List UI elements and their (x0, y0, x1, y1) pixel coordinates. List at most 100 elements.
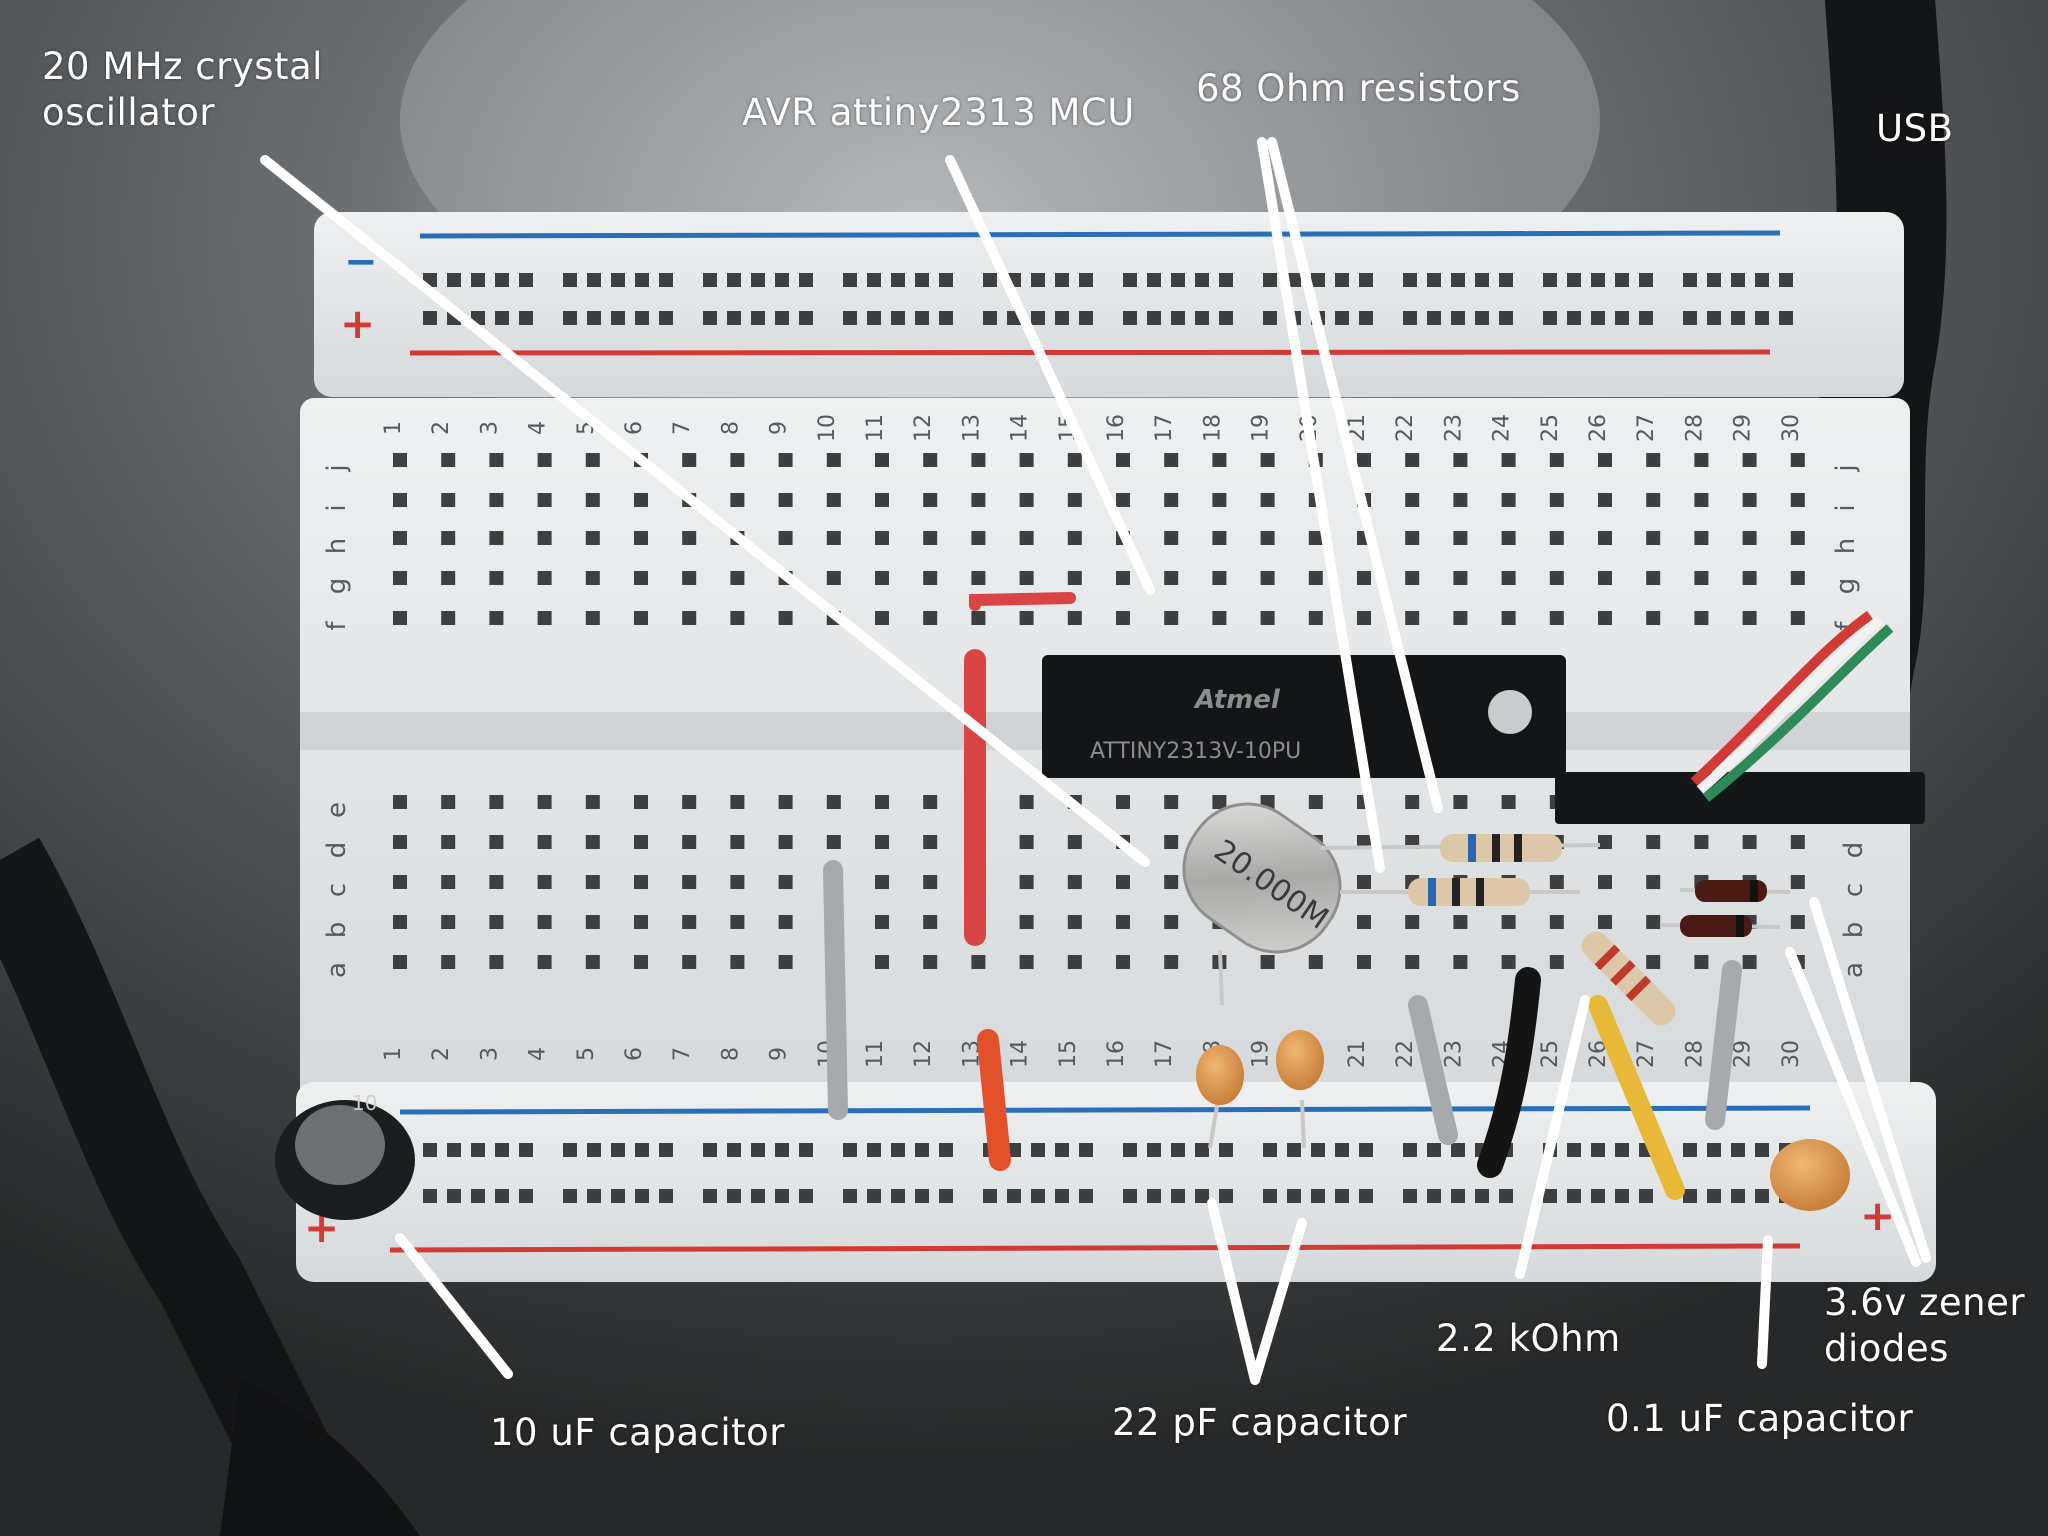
column-number: 28 (1682, 414, 1707, 442)
terminal-hole (585, 955, 600, 969)
rail-hole (1639, 1189, 1653, 1203)
terminal-hole (826, 795, 841, 809)
rail-hole (635, 311, 649, 325)
zener-1 (1695, 880, 1767, 902)
zener-2-band (1736, 915, 1744, 937)
zener-pointer-1 (1809, 897, 1931, 1263)
row-letter: j (1831, 464, 1861, 472)
column-number: 4 (526, 421, 551, 435)
terminal-hole (923, 915, 938, 929)
rail-hole (751, 311, 765, 325)
rail-hole (1707, 1189, 1721, 1203)
rail-hole (1451, 311, 1465, 325)
terminal-hole (923, 611, 938, 625)
column-number: 4 (526, 1047, 551, 1061)
resistor-68-2-band1 (1428, 878, 1436, 906)
terminal-hole (682, 955, 697, 969)
rail-hole (1403, 1189, 1417, 1203)
column-number: 27 (1634, 1040, 1659, 1068)
terminal-hole (489, 611, 504, 625)
rail-hole (1543, 1189, 1557, 1203)
terminal-hole (393, 955, 407, 969)
terminal-hole (393, 531, 407, 545)
terminal-hole (1067, 955, 1082, 969)
rail-hole (799, 1189, 813, 1203)
terminal-hole (1790, 611, 1805, 625)
rail-hole (1171, 1189, 1185, 1203)
zener-pointer-2 (1785, 947, 1921, 1267)
rail-hole (1475, 1189, 1489, 1203)
terminal-hole (489, 453, 504, 467)
terminal-hole (1405, 611, 1420, 625)
rail-hole (1079, 1143, 1093, 1157)
rail-hole (1079, 1189, 1093, 1203)
terminal-hole (441, 453, 456, 467)
column-number: 3 (477, 421, 502, 435)
rail-hole (495, 273, 509, 287)
terminal-hole (1598, 453, 1612, 467)
rail-hole (1543, 273, 1557, 287)
terminal-hole (1790, 835, 1805, 849)
rail-hole (1427, 1189, 1441, 1203)
terminal-hole (1742, 453, 1757, 467)
row-letter: e (322, 802, 352, 818)
terminal-hole (923, 795, 938, 809)
terminal-hole (1308, 795, 1323, 809)
rail-hole (495, 1143, 509, 1157)
terminal-hole (1164, 875, 1179, 889)
crystal-pointer (260, 155, 1150, 867)
rail-hole (563, 311, 577, 325)
rail-hole (1287, 273, 1301, 287)
terminal-hole (1019, 571, 1034, 585)
terminal-hole (1116, 453, 1130, 467)
label-01uf-capacitor: 0.1 uF capacitor (1606, 1397, 1914, 1440)
rail-hole (1147, 1143, 1161, 1157)
terminal-hole (393, 611, 407, 625)
rail-hole (1427, 273, 1441, 287)
terminal-hole (1549, 915, 1564, 929)
terminal-hole (875, 493, 889, 507)
terminal-hole (1405, 915, 1420, 929)
terminal-hole (634, 571, 648, 585)
chip-brand: Atmel (1193, 685, 1281, 715)
rail-hole (1219, 311, 1233, 325)
terminal-hole (923, 531, 938, 545)
mcu-pointer (945, 155, 1155, 595)
terminal-hole (1116, 493, 1130, 507)
column-number: 3 (477, 1047, 502, 1061)
chip-body (1042, 655, 1566, 778)
rail-hole (1055, 1143, 1069, 1157)
terminal-hole (1067, 835, 1082, 849)
rail-hole (1147, 273, 1161, 287)
terminal-hole (730, 611, 745, 625)
terminal-hole (1646, 531, 1661, 545)
rail-hole (1055, 273, 1069, 287)
terminal-hole (537, 835, 552, 849)
rail-hole (751, 1143, 765, 1157)
gray-jumper-2 (1408, 995, 1458, 1145)
rail-hole (1451, 1143, 1465, 1157)
rail-hole (659, 1189, 673, 1203)
terminal-hole (682, 795, 697, 809)
rail-hole (1359, 1189, 1373, 1203)
rail-hole (447, 273, 461, 287)
terminal-hole (393, 835, 407, 849)
terminal-hole (1742, 611, 1757, 625)
rail-hole (727, 1143, 741, 1157)
terminal-hole (1790, 915, 1805, 929)
rail-hole (1591, 273, 1605, 287)
terminal-hole (1019, 611, 1034, 625)
rail-hole (1499, 311, 1513, 325)
row-letter: g (1831, 578, 1861, 595)
rail-hole (471, 1143, 485, 1157)
column-number: 2 (429, 1047, 454, 1061)
rail-hole (1779, 273, 1793, 287)
terminal-hole (1453, 571, 1468, 585)
column-number: 17 (1152, 414, 1177, 442)
terminal-hole (971, 453, 986, 467)
rail-hole (891, 1189, 905, 1203)
rail-hole (447, 1189, 461, 1203)
terminal-hole (489, 955, 504, 969)
terminal-hole (634, 611, 648, 625)
bottom-red-line (389, 1243, 1801, 1253)
